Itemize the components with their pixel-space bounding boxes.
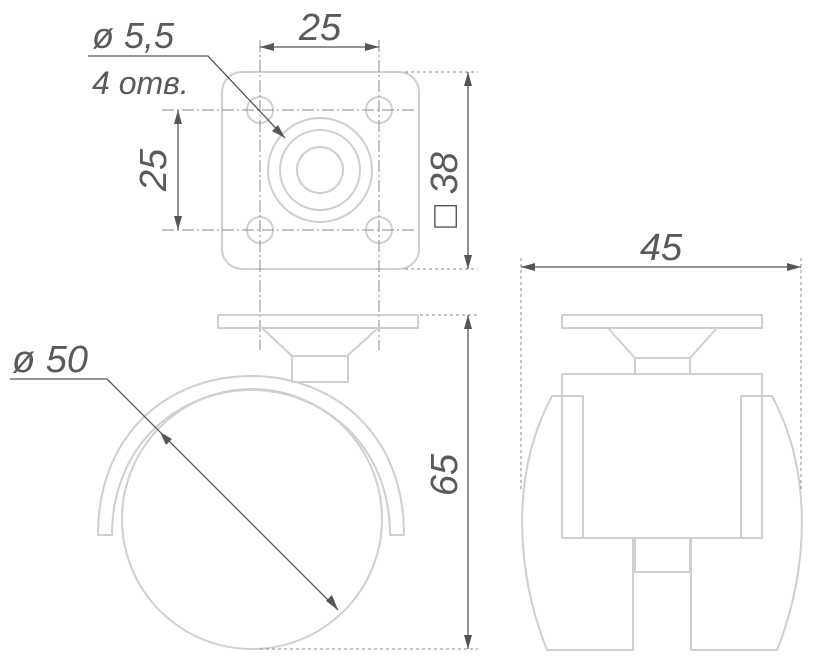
side-stem (291, 355, 349, 383)
dimension-wheel-diameter: ø 50 (10, 339, 339, 611)
side-wheel-fork (97, 375, 405, 536)
dimension-plate-size: □ 38 (424, 72, 472, 269)
hole-center-lines (162, 40, 416, 350)
hole-count-label: 4 отв. (92, 65, 189, 101)
side-top-plate (217, 314, 419, 329)
front-top-plate (561, 314, 763, 329)
plate-size-label: □ 38 (424, 152, 466, 228)
front-fork-body (561, 373, 763, 539)
swivel-bearing-middle (279, 129, 361, 211)
swivel-bearing-inner (296, 146, 344, 194)
hole-spacing-horizontal-label: 25 (298, 7, 342, 49)
dimension-total-height: 65 (424, 315, 472, 649)
wheel-diameter-label: ø 50 (12, 339, 88, 381)
side-view-caster (97, 314, 419, 650)
mounting-plate-outline (221, 71, 420, 270)
dimension-hole-diameter: ø 5,5 4 отв. (88, 15, 286, 139)
plate-size-extensions (405, 71, 478, 270)
front-swivel-housing (607, 327, 718, 359)
front-axle-hub (634, 537, 691, 573)
side-swivel-housing (261, 327, 379, 357)
swivel-bearing-outer (267, 117, 373, 223)
front-wheel-right (690, 395, 803, 651)
front-stem (634, 357, 691, 375)
total-width-label: 45 (640, 227, 683, 269)
front-wheel-left (521, 395, 634, 651)
dimension-hole-spacing-vertical: 25 (133, 110, 182, 230)
front-view-caster (521, 314, 803, 651)
dimension-hole-spacing-horizontal: 25 (260, 7, 379, 51)
dimension-total-width: 45 (521, 227, 801, 271)
hole-spacing-vertical-label: 25 (133, 148, 175, 192)
total-height-label: 65 (424, 453, 466, 496)
side-wheel (121, 388, 383, 650)
hole-diameter-label: ø 5,5 (92, 15, 175, 56)
width-extensions (520, 258, 802, 490)
